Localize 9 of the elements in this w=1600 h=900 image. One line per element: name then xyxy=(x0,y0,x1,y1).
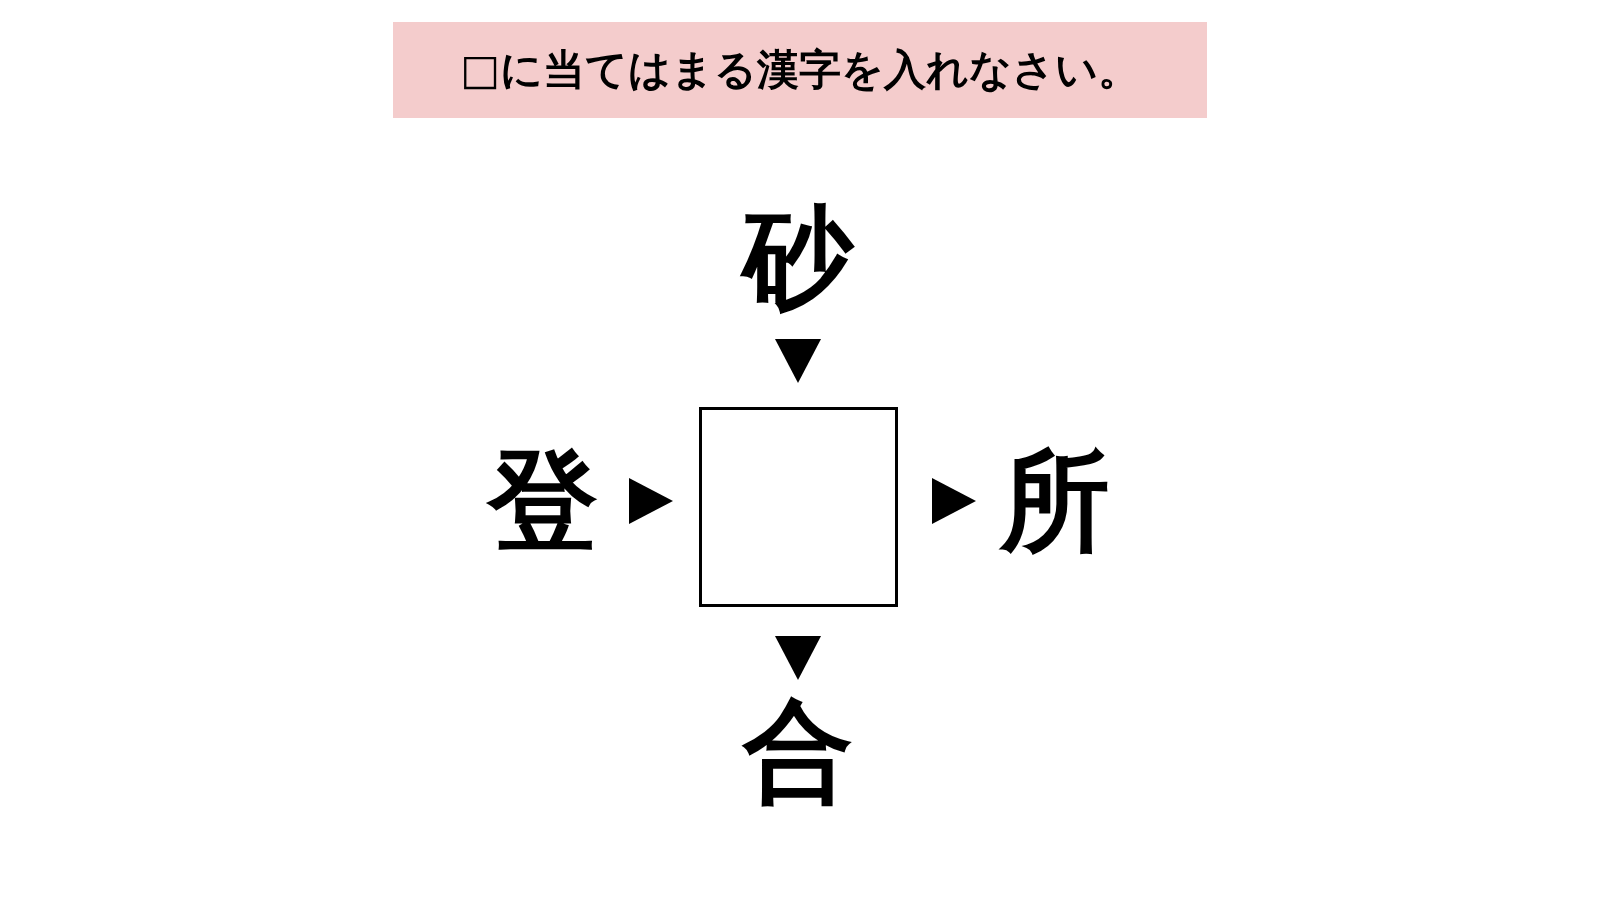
triangle-arrow xyxy=(775,339,821,383)
answer-box xyxy=(699,407,898,607)
kanji-character: 所 xyxy=(1000,446,1110,556)
triangle-arrow xyxy=(775,636,821,680)
triangle-arrow xyxy=(932,478,976,524)
kanji-character: 合 xyxy=(743,696,853,806)
kanji-character: 登 xyxy=(488,446,598,556)
triangle-arrow xyxy=(629,478,673,524)
instruction-banner: □に当てはまる漢字を入れなさい。 xyxy=(393,22,1207,118)
